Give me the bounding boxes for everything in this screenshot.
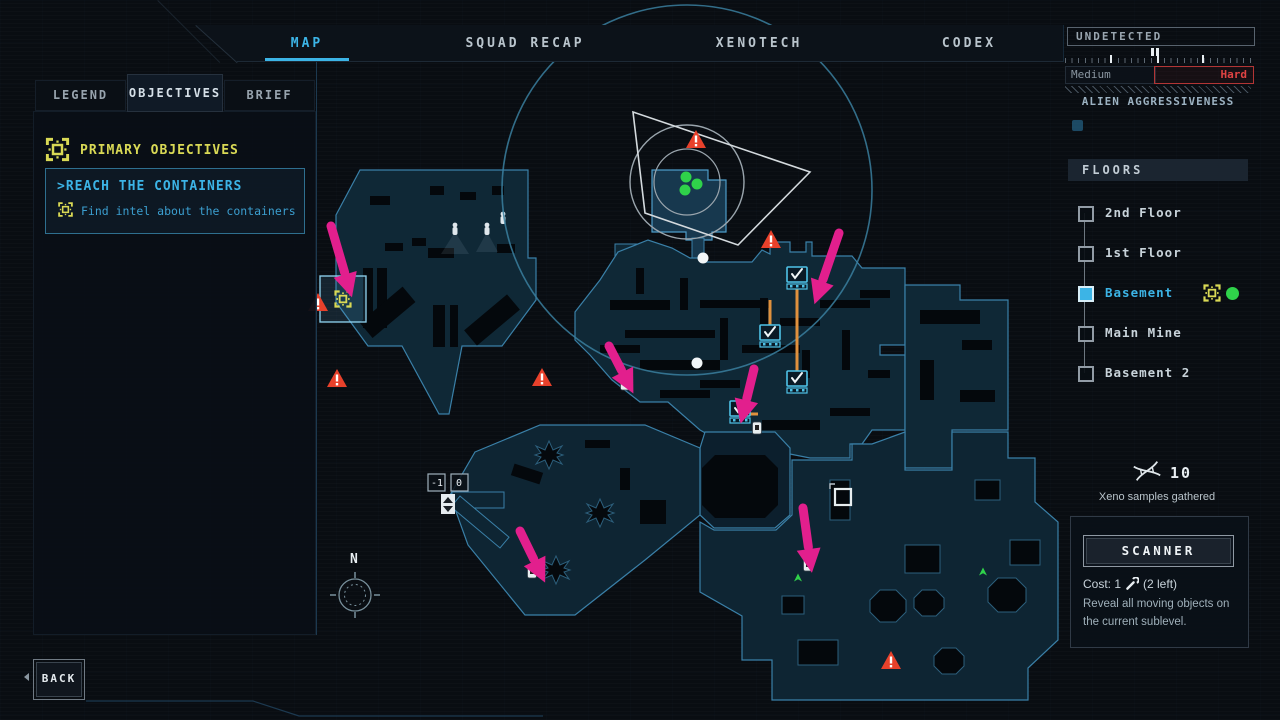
floor-checkbox[interactable] — [1078, 246, 1094, 262]
green-mark-marker — [979, 567, 987, 576]
floor-item-basement[interactable]: Basement — [1068, 280, 1253, 306]
green-mark-marker — [794, 573, 802, 582]
scanner-cost-line: Cost: 1 (2 left) — [1083, 577, 1177, 591]
compass-n-label: N — [350, 552, 358, 567]
active-tab-underline — [265, 58, 349, 61]
item-marker[interactable] — [752, 421, 762, 435]
marine-silhouettes — [441, 211, 506, 254]
objective-sub-icon — [57, 201, 74, 218]
floor-item-basement-2[interactable]: Basement 2 — [1068, 360, 1253, 386]
objective-primary-text: >REACH THE CONTAINERS — [57, 179, 243, 194]
squad-marker — [679, 171, 703, 196]
objective-secondary-text: Find intel about the containers — [81, 204, 296, 218]
scanner-button[interactable]: SCANNER — [1083, 535, 1234, 567]
back-button[interactable]: BACK — [33, 659, 85, 700]
dna-icon — [1132, 460, 1162, 482]
white-dot-marker — [691, 357, 703, 369]
xeno-samples-count: 10 — [1170, 464, 1193, 482]
terminal-marker[interactable] — [786, 370, 808, 394]
sonar-circle-large — [501, 4, 873, 376]
panel-edge-line — [316, 62, 317, 635]
floor-item-main-mine[interactable]: Main Mine — [1068, 320, 1253, 346]
ruler-tick-bright — [1157, 55, 1159, 63]
warning-marker — [532, 368, 552, 386]
square-marker[interactable] — [829, 483, 853, 507]
warning-marker — [761, 230, 781, 248]
white-dot-marker — [697, 252, 709, 264]
tab-legend[interactable]: LEGEND — [35, 80, 126, 111]
scanner-desc-line1: Reveal all moving objects on — [1083, 598, 1230, 610]
ruler-tick-bright — [1202, 55, 1204, 63]
tab-codex[interactable]: CODEX — [941, 36, 997, 51]
compass-icon: N — [330, 552, 380, 618]
arrow-marker — [515, 526, 546, 583]
back-arrow-icon — [24, 673, 29, 681]
primary-objectives-header: PRIMARY OBJECTIVES — [80, 143, 239, 158]
tab-squad-recap[interactable]: SQUAD RECAP — [465, 36, 585, 51]
tab-xenotech[interactable]: XENOTECH — [715, 36, 803, 51]
hatch-divider — [1065, 86, 1251, 93]
elevator-updown-icon[interactable] — [441, 494, 455, 514]
arrow-marker — [604, 341, 634, 394]
squad-range-inner — [653, 148, 721, 216]
back-button-label: BACK — [36, 662, 82, 697]
ruler-tick-bright — [1110, 55, 1112, 63]
scanner-cost-prefix: Cost: 1 — [1083, 577, 1122, 591]
detection-mini-icon — [1072, 120, 1083, 131]
top-nav-band — [196, 25, 1063, 62]
map-base-geometry — [335, 169, 1059, 701]
warning-marker — [686, 130, 706, 148]
floor-label: Basement 2 — [1105, 365, 1191, 380]
objective-box — [45, 168, 305, 234]
floor-checkbox[interactable] — [1078, 326, 1094, 342]
terminal-marker[interactable] — [786, 266, 808, 290]
map-overlays: N -1 0 — [330, 4, 873, 618]
terminal-marker[interactable] — [759, 324, 781, 348]
detection-status-badge: UNDETECTED — [1067, 27, 1255, 46]
tab-map[interactable]: MAP — [290, 36, 324, 51]
floor-label: Basement — [1105, 285, 1174, 300]
arrow-marker — [796, 503, 821, 573]
elevator-widget: -1 0 — [427, 473, 469, 514]
elevator-lower-label: -1 — [431, 478, 443, 489]
floor-checkbox-active[interactable] — [1078, 286, 1094, 302]
nav-band-border — [237, 61, 1063, 62]
warning-marker — [881, 651, 901, 669]
squad-location-dot — [1226, 287, 1239, 300]
scanner-desc-line2: the current sublevel. — [1083, 616, 1187, 628]
floor-objective-icon — [1202, 283, 1222, 303]
arrow-marker — [734, 364, 759, 424]
squad-range-outer — [629, 124, 745, 240]
chrome-lines — [86, 25, 1064, 717]
floor-item-2nd-floor[interactable]: 2nd Floor — [1068, 200, 1253, 226]
xeno-samples-label: Xeno samples gathered — [1098, 491, 1216, 503]
elevator-floor-lower-button[interactable] — [427, 473, 446, 492]
floor-label: 2nd Floor — [1105, 205, 1182, 220]
arrow-marker — [326, 221, 357, 298]
floors-panel-header: FLOORS — [1068, 159, 1248, 181]
elevator-upper-label: 0 — [456, 478, 462, 489]
ruler-handle — [1151, 48, 1154, 56]
warning-marker — [327, 369, 347, 387]
difficulty-medium-label: Medium — [1065, 66, 1156, 84]
floor-item-1st-floor[interactable]: 1st Floor — [1068, 240, 1253, 266]
view-cone — [632, 110, 812, 246]
wrench-icon — [1126, 577, 1140, 590]
floor-checkbox[interactable] — [1078, 366, 1094, 382]
elevator-floor-upper-button[interactable] — [450, 473, 469, 492]
primary-objectives-icon — [44, 136, 71, 163]
floor-label: 1st Floor — [1105, 245, 1182, 260]
scanner-cost-suffix: (2 left) — [1143, 577, 1178, 591]
objectives-panel — [33, 111, 316, 635]
scanner-button-label: SCANNER — [1086, 538, 1231, 564]
floor-checkbox[interactable] — [1078, 206, 1094, 222]
difficulty-hard-label: Hard — [1154, 66, 1254, 84]
alien-aggressiveness-label: ALIEN AGGRESSIVENESS — [1081, 95, 1235, 108]
floor-label: Main Mine — [1105, 325, 1182, 340]
arrow-marker — [810, 228, 844, 305]
tab-objectives[interactable]: OBJECTIVES — [127, 74, 223, 112]
tab-brief[interactable]: BRIEF — [224, 80, 315, 111]
ruler-handle — [1156, 48, 1159, 56]
